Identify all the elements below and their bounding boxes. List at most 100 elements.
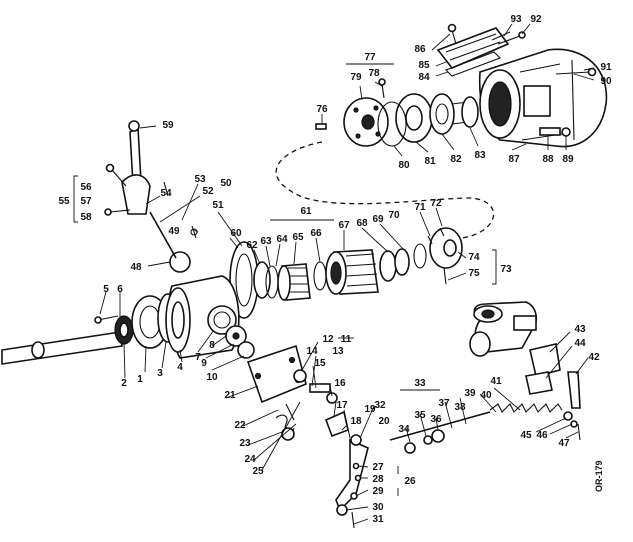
callout-80: 80 <box>398 160 410 171</box>
callout-62: 62 <box>246 240 258 251</box>
callout-52: 52 <box>202 186 214 197</box>
callout-64: 64 <box>276 234 288 245</box>
callout-89: 89 <box>562 154 574 165</box>
callout-10: 10 <box>206 372 218 383</box>
callout-43: 43 <box>574 324 586 335</box>
callout-6: 6 <box>117 284 123 295</box>
callout-33: 33 <box>414 378 426 389</box>
callout-68: 68 <box>356 218 368 229</box>
callout-87: 87 <box>508 154 520 165</box>
callout-47: 47 <box>558 438 570 449</box>
callout-77: 77 <box>364 52 376 63</box>
callout-75: 75 <box>468 268 480 279</box>
callout-27: 27 <box>372 462 384 473</box>
callout-44: 44 <box>574 338 586 349</box>
callout-66: 66 <box>310 228 322 239</box>
callout-26: 26 <box>404 476 416 487</box>
callout-74: 74 <box>468 252 480 263</box>
callout-39: 39 <box>464 388 476 399</box>
callout-73: 73 <box>500 264 512 275</box>
callout-22: 22 <box>234 420 246 431</box>
callout-54: 54 <box>160 188 172 199</box>
callout-38: 38 <box>454 402 466 413</box>
callout-58: 58 <box>80 212 92 223</box>
callout-61: 61 <box>300 206 312 217</box>
callout-67: 67 <box>338 220 350 231</box>
callout-91: 91 <box>600 62 612 73</box>
callout-24: 24 <box>244 454 256 465</box>
callout-92: 92 <box>530 14 542 25</box>
callout-34: 34 <box>398 424 410 435</box>
callout-12: 12 <box>322 334 334 345</box>
callout-14: 14 <box>306 346 318 357</box>
callout-81: 81 <box>424 156 436 167</box>
callout-51: 51 <box>212 200 224 211</box>
callout-18: 18 <box>350 416 362 427</box>
callout-93: 93 <box>510 14 522 25</box>
callout-60: 60 <box>230 228 242 239</box>
callout-55: 55 <box>58 196 70 207</box>
callout-46: 46 <box>536 430 548 441</box>
callout-42: 42 <box>588 352 600 363</box>
callout-70: 70 <box>388 210 400 221</box>
callout-79: 79 <box>350 72 362 83</box>
callout-37: 37 <box>438 398 450 409</box>
callout-15: 15 <box>314 358 326 369</box>
callout-84: 84 <box>418 72 430 83</box>
callout-28: 28 <box>372 474 384 485</box>
main-body-assembly <box>1 120 255 365</box>
callout-11: 11 <box>341 334 352 345</box>
leader-lines <box>73 23 595 525</box>
callout-16: 16 <box>334 378 346 389</box>
drawing-code: OR-179 <box>594 460 604 492</box>
rear-housing-assembly <box>315 23 608 148</box>
callout-49: 49 <box>168 226 180 237</box>
dashed-flexible-line <box>275 141 495 239</box>
callout-40: 40 <box>480 390 492 401</box>
callout-1: 1 <box>137 374 143 385</box>
callout-50: 50 <box>220 178 232 189</box>
callout-19: 19 <box>364 404 376 415</box>
callout-9: 9 <box>201 358 207 369</box>
callout-65: 65 <box>292 232 304 243</box>
callout-90: 90 <box>600 76 612 87</box>
callout-8: 8 <box>209 340 215 351</box>
callout-23: 23 <box>239 438 251 449</box>
callout-45: 45 <box>520 430 532 441</box>
callout-59: 59 <box>162 120 174 131</box>
callout-86: 86 <box>414 44 426 55</box>
callout-69: 69 <box>372 214 384 225</box>
callout-56: 56 <box>80 182 92 193</box>
callout-82: 82 <box>450 154 462 165</box>
linkage-assembly <box>246 301 581 529</box>
callout-29: 29 <box>372 486 384 497</box>
callout-3: 3 <box>157 368 163 379</box>
callout-36: 36 <box>430 414 442 425</box>
callout-72: 72 <box>430 198 442 209</box>
callout-17: 17 <box>336 400 348 411</box>
callout-41: 41 <box>490 376 502 387</box>
callout-63: 63 <box>260 236 272 247</box>
callout-32: 32 <box>374 400 386 411</box>
callout-5: 5 <box>103 284 109 295</box>
callout-83: 83 <box>474 150 486 161</box>
callout-13: 13 <box>332 346 344 357</box>
callout-30: 30 <box>372 502 384 513</box>
callout-7: 7 <box>195 352 201 363</box>
callout-31: 31 <box>372 514 384 525</box>
callout-57: 57 <box>80 196 92 207</box>
callout-88: 88 <box>542 154 554 165</box>
callout-71: 71 <box>414 202 426 213</box>
callout-85: 85 <box>418 60 430 71</box>
callout-labels: 1 2 3 4 5 6 7 8 9 10 11 12 13 14 15 16 1… <box>58 14 612 525</box>
callout-76: 76 <box>316 104 328 115</box>
callout-78: 78 <box>368 68 380 79</box>
callout-48: 48 <box>130 262 142 273</box>
callout-20: 20 <box>378 416 390 427</box>
callout-53: 53 <box>194 174 206 185</box>
callout-21: 21 <box>224 390 236 401</box>
callout-2: 2 <box>121 378 127 389</box>
callout-25: 25 <box>252 466 264 477</box>
